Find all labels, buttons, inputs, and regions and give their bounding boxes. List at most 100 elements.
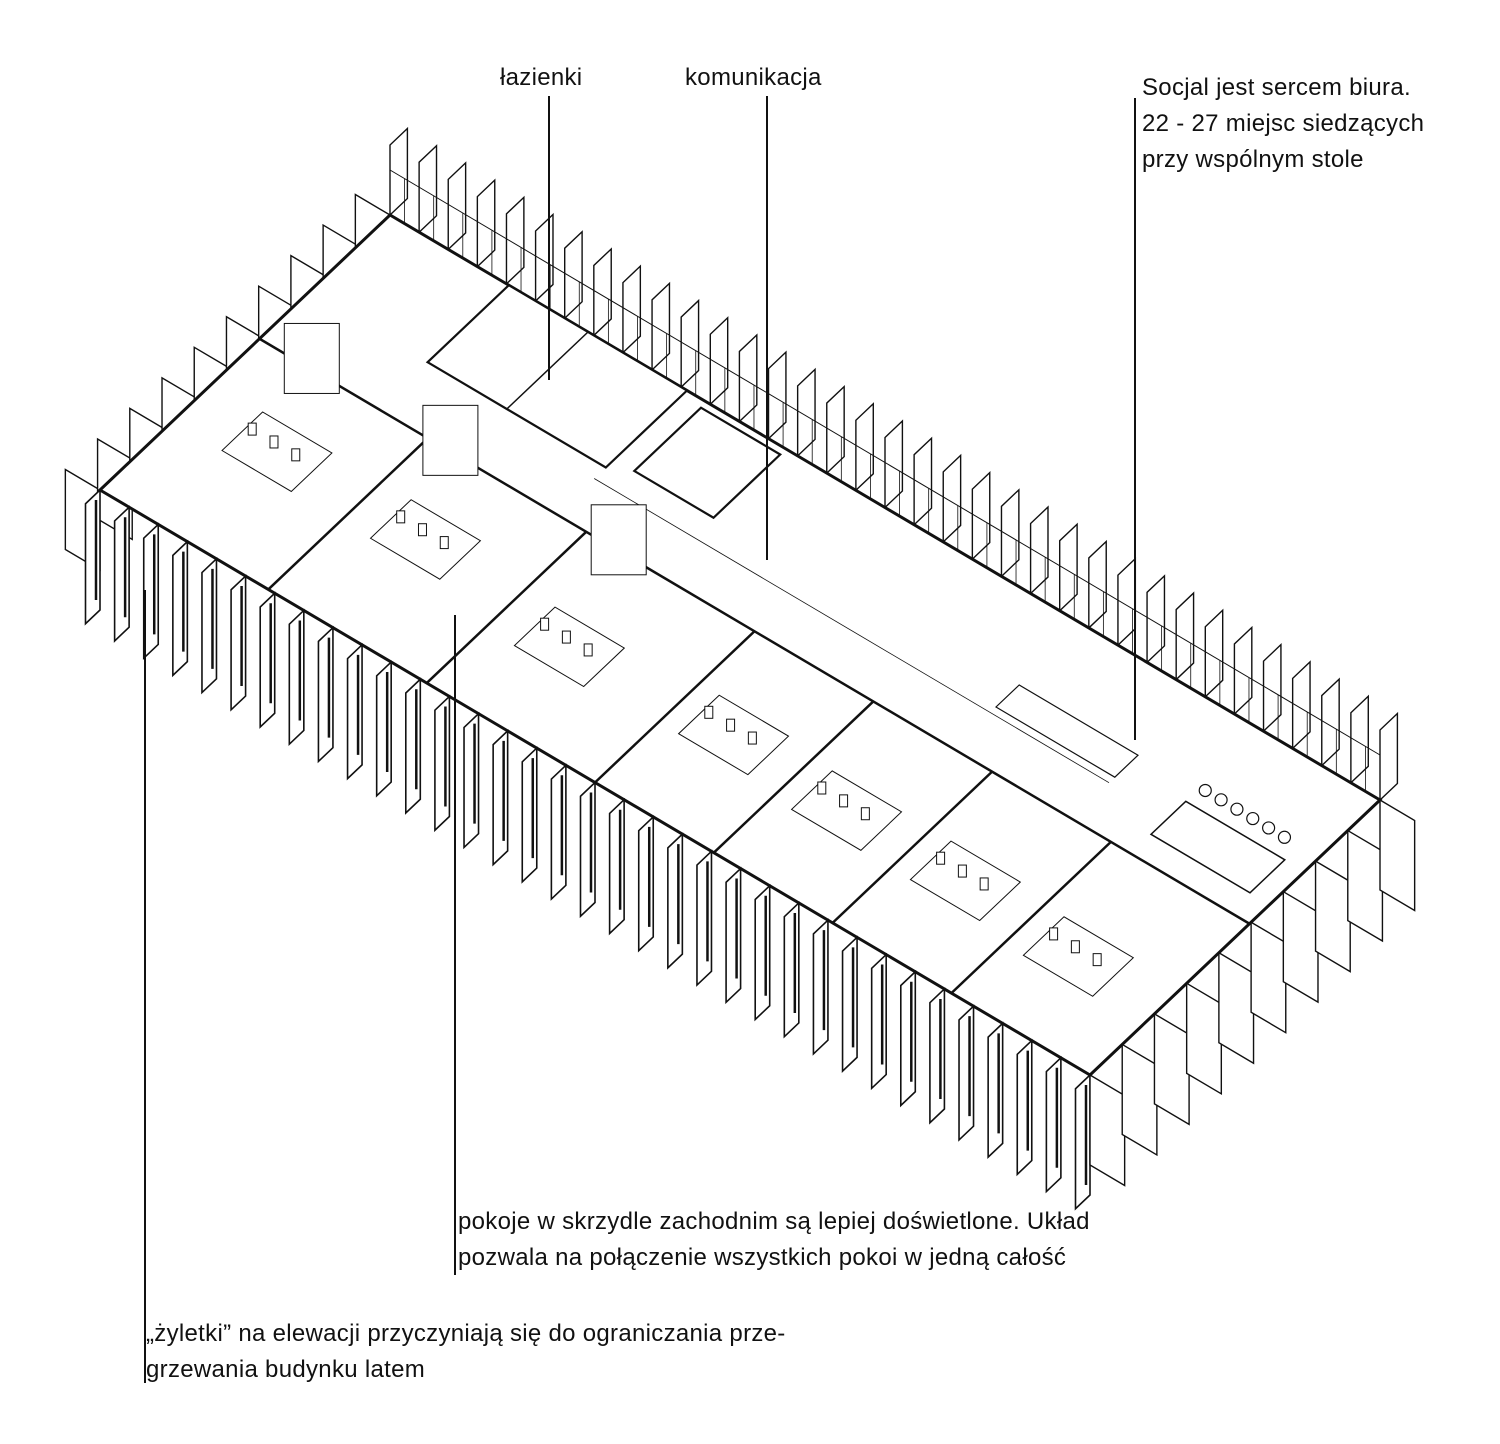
back-facade-fin — [1321, 677, 1340, 768]
back-facade-fin — [447, 161, 467, 252]
leader-line-rooms — [454, 615, 456, 1275]
back-facade-fin — [505, 195, 525, 286]
back-facade-fin — [1350, 694, 1369, 785]
back-facade-fin — [1262, 643, 1282, 733]
front-facade-fin — [637, 815, 655, 953]
annotation-social-line3: przy wspólnym stole — [1142, 146, 1364, 173]
front-facade-fin — [346, 642, 363, 781]
side-facade-fin — [1089, 1073, 1126, 1187]
front-facade-fin — [521, 746, 538, 884]
front-facade-fin — [288, 608, 305, 747]
back-facade-fin — [913, 436, 933, 527]
side-facade-fin — [1379, 798, 1416, 912]
back-facade-fin — [622, 264, 642, 355]
front-facade-fin — [434, 694, 451, 833]
back-facade-fin — [1204, 608, 1224, 699]
monitor — [1070, 940, 1080, 954]
annotation-rooms-line1: pokoje w skrzydle zachodnim są lepiej do… — [458, 1208, 1090, 1235]
back-facade-fin — [738, 333, 758, 424]
front-facade-fin — [725, 866, 742, 1005]
front-facade-fin — [899, 969, 917, 1108]
front-facade-fin — [172, 539, 189, 678]
monitor — [540, 617, 550, 631]
storage-shelf — [422, 404, 479, 476]
back-facade-fin — [1233, 625, 1253, 716]
front-facade-fin — [696, 849, 713, 987]
side-facade-fin — [1153, 1012, 1190, 1126]
room-partition — [712, 700, 875, 854]
back-facade-fin — [564, 230, 583, 320]
shared-table — [1149, 800, 1287, 894]
side-facade-fin — [1185, 982, 1223, 1096]
label-circulation: komunikacja — [685, 64, 822, 91]
label-bathrooms: łazienki — [500, 64, 583, 91]
back-facade-fin — [942, 453, 962, 544]
back-facade-fin — [1059, 522, 1078, 613]
leader-line-fins — [144, 590, 146, 1383]
annotation-fins: „żyletki” na elewacji przyczyniają się d… — [146, 1316, 786, 1388]
annotation-rooms-line2: pozwala na połączenie wszystkich pokoi w… — [458, 1244, 1067, 1271]
back-facade-fin — [1146, 574, 1166, 664]
front-facade-fin — [870, 952, 887, 1091]
front-facade-fin — [317, 625, 334, 764]
kitchen-counter — [995, 684, 1139, 778]
back-facade-fin — [476, 178, 496, 269]
back-facade-fin — [1291, 660, 1311, 751]
back-facade-fin — [971, 470, 991, 561]
monitor — [1092, 953, 1102, 967]
back-facade-fin — [796, 367, 816, 458]
side-facade-fin — [1347, 829, 1384, 943]
leader-line-circulation — [766, 96, 768, 560]
monitor — [979, 877, 989, 891]
chair — [1230, 802, 1244, 816]
front-facade-fin — [463, 711, 480, 850]
chair — [1214, 793, 1228, 807]
monitor — [583, 643, 593, 657]
monitor — [417, 523, 427, 537]
front-facade-fin — [958, 1004, 975, 1142]
monitor — [936, 851, 946, 865]
back-facade-fin — [855, 402, 874, 492]
back-facade-fin — [1088, 539, 1107, 630]
back-facade-fin — [1175, 591, 1195, 682]
front-facade-fin — [1016, 1038, 1033, 1177]
front-facade-fin — [608, 797, 625, 936]
monitor — [957, 864, 967, 878]
front-facade-fin — [812, 918, 829, 1056]
annotation-social-line2: 22 - 27 miejsc siedzących — [1142, 110, 1425, 137]
annotation-social-line1: Socjal jest sercem biura. — [1142, 74, 1411, 101]
front-facade-fin — [113, 505, 130, 643]
back-facade-fin — [767, 350, 787, 441]
chair — [1277, 830, 1292, 844]
room-partition — [831, 770, 993, 924]
front-facade-fin — [667, 832, 684, 970]
storage-shelf — [590, 504, 647, 576]
chair — [1262, 821, 1276, 835]
back-facade-fin — [826, 384, 845, 475]
monitor — [247, 422, 257, 436]
monitor — [291, 448, 301, 462]
leader-line-bathrooms — [548, 96, 550, 380]
front-facade-fin — [550, 763, 567, 901]
annotation-fins-line1: „żyletki” na elewacji przyczyniają się d… — [146, 1320, 786, 1347]
side-facade-fin — [1282, 890, 1319, 1004]
front-facade-fin — [1045, 1055, 1062, 1194]
storage-shelf — [283, 322, 340, 394]
back-facade-fin — [709, 316, 729, 406]
room-partition — [425, 530, 588, 684]
back-facade-fin — [389, 126, 409, 217]
back-facade-fin — [651, 281, 671, 372]
front-facade-fin — [754, 883, 771, 1022]
monitor — [704, 705, 714, 719]
back-wall-head — [389, 169, 1381, 756]
monitor — [396, 510, 406, 524]
monitor — [839, 794, 849, 808]
monitor — [726, 718, 736, 732]
annotation-rooms: pokoje w skrzydle zachodnim są lepiej do… — [458, 1204, 1090, 1276]
side-facade-fin — [1250, 920, 1287, 1034]
front-facade-fin — [579, 780, 596, 919]
front-facade-fin — [259, 591, 276, 729]
front-facade-fin — [230, 574, 247, 712]
front-facade-fin — [201, 556, 218, 695]
chair — [1198, 783, 1212, 798]
